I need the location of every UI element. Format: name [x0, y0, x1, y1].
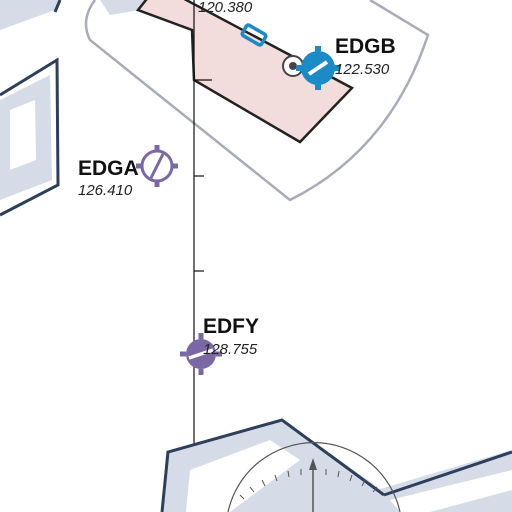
- edfy-frequency-label: 128.755: [203, 341, 258, 358]
- ctr-zone: [135, 0, 355, 144]
- airspace-band-top-left: [0, 0, 150, 217]
- edgb-ident-label: EDGB: [335, 35, 396, 58]
- purple-airport-icon: [180, 333, 222, 375]
- blue-airport-icon: [296, 46, 340, 90]
- compass-rose-icon: [227, 442, 401, 512]
- top-frequency-label: 120.380: [198, 0, 253, 16]
- edfy-ident-label: EDFY: [203, 315, 259, 338]
- airspace-band-bottom: [160, 418, 512, 512]
- edga-ident-label: EDGA: [78, 157, 139, 180]
- edga-frequency-label: 126.410: [78, 182, 133, 199]
- controlled-airspace-boundary: [84, 0, 430, 202]
- runway-marker-icon: [240, 23, 268, 47]
- purple-airport-icon: [136, 145, 178, 187]
- edgb-frequency-label: 122.530: [335, 61, 390, 78]
